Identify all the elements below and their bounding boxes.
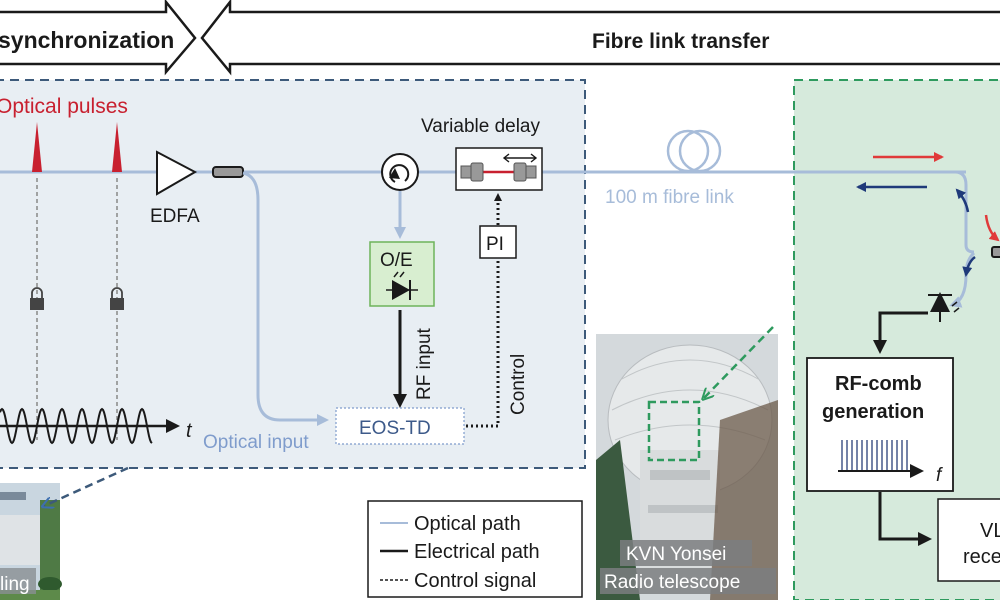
sync-header-arrow — [0, 0, 197, 76]
eos-td-label: EOS-TD — [359, 418, 431, 439]
control-signal-line — [466, 260, 500, 428]
incoming-curve-arrow — [984, 214, 1000, 242]
electrical-to-rf-comb — [873, 311, 928, 354]
sync-panel — [0, 79, 586, 469]
variable-delay-box — [455, 147, 543, 191]
fibre-coupler-icon — [212, 166, 244, 178]
remote-coupler-icon — [991, 246, 1000, 258]
fibre-link-label: 100 m fibre link — [605, 187, 734, 208]
vlbi-label-line2: rece — [963, 546, 1000, 568]
telescope-caption-line1: KVN Yonsei — [626, 544, 726, 565]
fibre-link-header-arrow — [200, 0, 1000, 76]
rf-input-label: RF input — [414, 327, 435, 400]
optical-line-down-right — [954, 170, 975, 254]
rf-comb-to-vlbi-line — [878, 492, 932, 546]
vlbi-label-line1: VL — [980, 520, 1000, 542]
rf-comb-label-line1: RF-comb — [835, 373, 922, 395]
lock-icon — [110, 287, 124, 310]
rf-comb-spectrum — [841, 440, 908, 470]
building-pointer-line — [44, 466, 129, 506]
pi-label: PI — [486, 234, 504, 255]
double-arrow-icon — [502, 153, 538, 163]
sync-header-label: synchronization — [0, 27, 174, 53]
optical-input-label: Optical input — [203, 432, 309, 453]
legend-electrical-label: Electrical path — [414, 541, 540, 563]
edfa-amplifier-icon — [156, 150, 198, 196]
legend-control-label: Control signal — [414, 570, 536, 592]
optical-pulse-1 — [32, 122, 42, 172]
control-label: Control — [508, 354, 529, 415]
lock-icon — [30, 287, 44, 310]
oe-label: O/E — [380, 250, 413, 271]
eos-td-box — [335, 407, 465, 445]
building-caption: ling — [0, 574, 30, 595]
return-curve-arrow-upper — [955, 188, 970, 213]
rf-comb-generation-box — [806, 357, 954, 492]
telescope-photo — [596, 334, 778, 600]
circulator-icon — [381, 153, 419, 191]
vlbi-receiver-box — [937, 498, 1000, 582]
rf-comb-label-line2: generation — [822, 401, 924, 423]
fibre-spool-icon — [666, 129, 722, 173]
pi-controller-box — [479, 225, 517, 259]
rf-sine-wave — [0, 407, 153, 445]
optical-pulse-2 — [112, 122, 122, 172]
variable-delay-label: Variable delay — [421, 116, 541, 137]
frequency-axis-label: f — [936, 465, 943, 486]
telescope-pointer-line — [704, 326, 774, 398]
return-curve-arrow-lower — [962, 255, 976, 277]
time-axis-label: t — [186, 420, 193, 442]
optical-branch-to-eos — [242, 171, 329, 426]
optical-pulses-label: Optical pulses — [0, 95, 128, 118]
telescope-caption-line2: Radio telescope — [604, 572, 740, 593]
remote-photodiode-icon — [928, 292, 960, 322]
fibre-link-header-label: Fibre link transfer — [592, 30, 769, 53]
edfa-label: EDFA — [150, 206, 200, 227]
photodiode-icon — [386, 271, 418, 300]
legend-optical-label: Optical path — [414, 513, 521, 535]
legend — [367, 500, 583, 598]
